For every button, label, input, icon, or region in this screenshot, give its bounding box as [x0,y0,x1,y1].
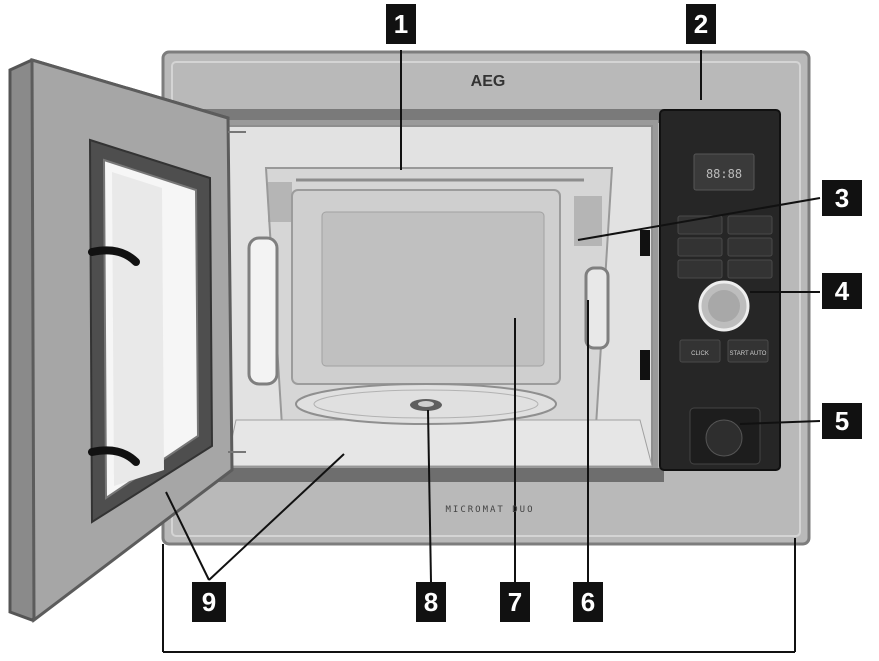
leader-lines [162,50,821,653]
callout-9: 9 [192,582,226,622]
callout-6: 6 [573,582,603,622]
callout-7: 7 [500,582,530,622]
door-open-button [705,419,743,457]
panel-label-right: START AUTO [730,351,767,357]
callout-4: 4 [822,273,862,309]
panel-display: 88:88 [706,167,742,181]
callout-3: 3 [822,180,862,216]
latch-slot-lower [640,350,650,380]
door-hook-upper [88,246,140,266]
door-hook-lower [88,446,140,466]
callout-1: 1 [386,4,416,44]
brand-logo: AEG [471,73,506,90]
callout-5: 5 [822,403,862,439]
open-door [8,57,246,624]
model-name: MICROMAT DUO [445,505,534,515]
left-vent [268,182,292,222]
panel-label-left: CLICK [691,351,709,357]
latch-slot-upper [640,230,650,256]
callout-8: 8 [416,582,446,622]
control-panel [659,109,781,471]
callout-2: 2 [686,4,716,44]
oven-cavity [218,120,658,472]
bottom-trim [218,468,664,482]
